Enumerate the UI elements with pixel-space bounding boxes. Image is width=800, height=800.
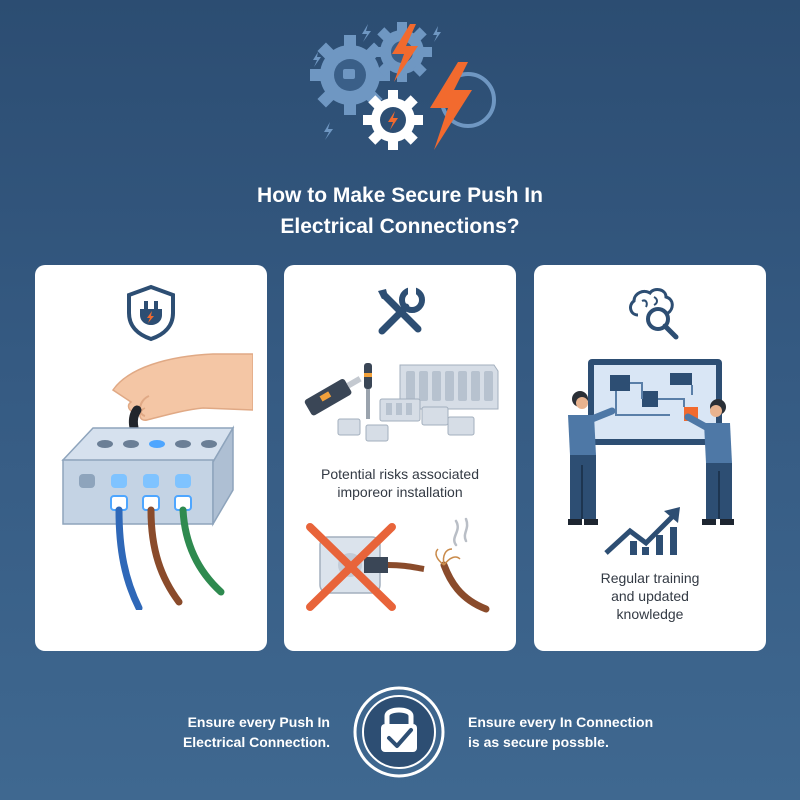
title-line-1: How to Make Secure Push In — [257, 184, 543, 207]
caption-line: and updated — [611, 588, 689, 604]
title-line-2: Electrical Connections? — [280, 215, 520, 238]
training-caption: Regular training and updated knowledge — [544, 569, 756, 623]
footer-line: Ensure every Push In — [187, 714, 330, 730]
footer-line: is as secure possble. — [468, 734, 609, 750]
caption-line: Regular training — [600, 570, 700, 586]
card-regular-training: Regular training and updated knowledge — [534, 265, 766, 651]
caption-line: Potential risks associated — [321, 466, 479, 482]
card-potential-risks: Potential risks associated imporeor inst… — [284, 265, 516, 651]
card-push-in-connection — [35, 265, 267, 651]
brain-search-icon — [629, 288, 679, 340]
gear-icon — [363, 90, 423, 150]
x-cross-icon — [306, 523, 396, 611]
damaged-connection-illustration — [306, 517, 490, 613]
gears-lightning-icon — [310, 22, 496, 150]
lightning-icon — [430, 62, 472, 150]
footer-line: Electrical Connection. — [182, 734, 330, 750]
footer-line: Ensure every In Connection — [468, 714, 654, 730]
risks-caption: Potential risks associated imporeor inst… — [294, 465, 506, 501]
footer-left-text: Ensure every Push In Electrical Connecti… — [150, 712, 330, 752]
tools-icon — [378, 287, 425, 335]
engineers-at-screen-illustration — [568, 359, 734, 525]
page-title: How to Make Secure Push In Electrical Co… — [100, 180, 700, 242]
lightning-icon — [392, 24, 418, 82]
footer-right-text: Ensure every In Connection is as secure … — [468, 712, 668, 752]
padlock-check-icon — [353, 686, 445, 778]
terminal-block-hand-illustration — [61, 353, 253, 610]
caption-line: imporeor installation — [337, 484, 463, 500]
tools-and-terminal-blocks-illustration — [304, 363, 499, 442]
shield-plug-icon — [127, 284, 175, 342]
growth-chart-icon — [604, 507, 680, 555]
caption-line: knowledge — [616, 606, 684, 622]
